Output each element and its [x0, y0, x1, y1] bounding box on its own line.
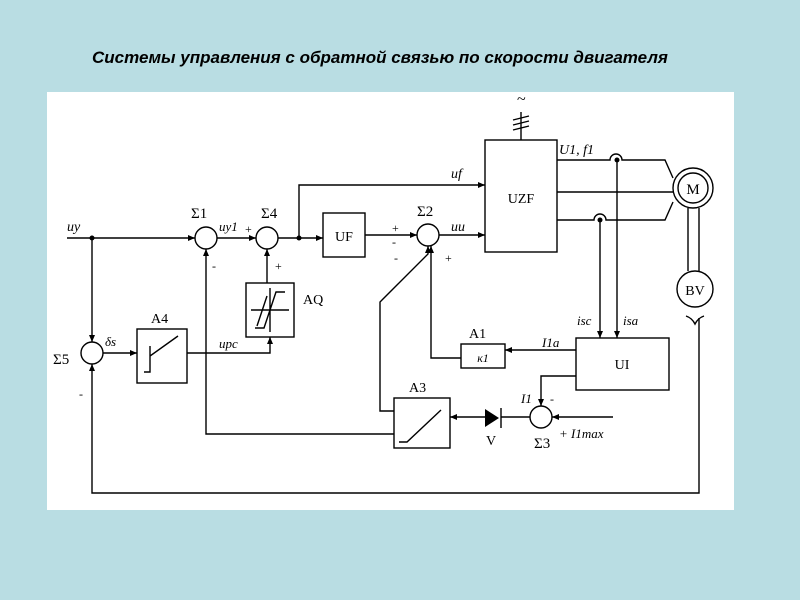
svg-text:AQ: AQ [303, 293, 323, 308]
svg-text:Σ5: Σ5 [53, 352, 69, 368]
svg-text:UZF: UZF [508, 192, 535, 207]
svg-text:-: - [550, 392, 554, 406]
uzf-block: UZF [484, 139, 558, 253]
diode-v: V [485, 408, 502, 449]
signal-lines [67, 112, 705, 494]
svg-text:-: - [212, 259, 216, 273]
summer-s2: Σ2 [416, 204, 440, 247]
svg-text:UI: UI [615, 358, 630, 373]
upc-label: upc [219, 336, 238, 351]
svg-text:M: M [686, 182, 699, 198]
slide-title: Системы управления с обратной связью по … [92, 48, 668, 67]
svg-text:+: + [445, 251, 452, 265]
delta-s-label: δs [105, 334, 116, 349]
svg-text:UF: UF [335, 230, 353, 245]
svg-text:+: + [392, 221, 399, 235]
summer-s4: Σ4 [255, 206, 279, 250]
a3-block: A3 [393, 381, 451, 449]
i1-label: I1 [520, 391, 532, 406]
summer-s1: Σ1 [191, 206, 218, 250]
svg-text:+: + [275, 259, 282, 273]
svg-text:Σ1: Σ1 [191, 206, 207, 222]
u1f1-label: U1, f1 [559, 143, 594, 158]
diagram-panel: UZF UF M BV UI AQ к1 A1 A3 A4 [47, 91, 734, 510]
svg-text:Σ2: Σ2 [417, 204, 433, 220]
svg-text:BV: BV [685, 284, 704, 299]
speed-sensor-bv: BV [676, 270, 714, 308]
uy-label: uy [67, 220, 81, 235]
i1max-label: + I1max [559, 426, 604, 441]
supply-label: ~ [517, 92, 526, 108]
uu-label: uu [451, 220, 465, 235]
isa-label: isa [623, 313, 639, 328]
aq-block: AQ [245, 282, 323, 338]
svg-text:A3: A3 [409, 381, 426, 396]
summer-s5: Σ5 [53, 341, 104, 368]
svg-text:-: - [79, 387, 83, 401]
i1a-label: I1a [541, 335, 560, 350]
svg-text:+: + [245, 222, 252, 236]
svg-text:A4: A4 [151, 312, 168, 327]
svg-text:A1: A1 [469, 327, 486, 342]
svg-text:-: - [394, 251, 398, 265]
svg-text:-: - [392, 235, 396, 249]
svg-text:Σ3: Σ3 [534, 436, 550, 452]
sign-markers: + - + + - - + - - [79, 221, 554, 406]
isc-label: isc [577, 313, 592, 328]
signal-labels: ~ U1, f1 uf uy uy1 uu isc isa I1a I1 + I… [67, 91, 639, 441]
ui-block: UI [575, 337, 670, 391]
uy1-label: uy1 [219, 219, 238, 234]
a1-block: к1 A1 [460, 327, 506, 369]
motor: M [672, 167, 714, 209]
summer-s3: Σ3 [529, 405, 553, 452]
svg-text:Σ4: Σ4 [261, 206, 278, 222]
svg-text:к1: к1 [477, 351, 489, 365]
uf-block: UF [322, 212, 366, 258]
svg-text:V: V [486, 434, 496, 449]
block-diagram: UZF UF M BV UI AQ к1 A1 A3 A4 [53, 91, 714, 494]
uf-label: uf [451, 167, 464, 182]
a4-block: A4 [136, 312, 188, 384]
